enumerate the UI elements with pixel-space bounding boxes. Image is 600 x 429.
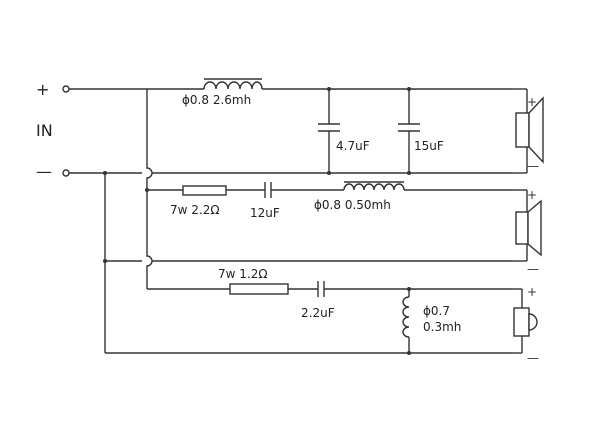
input-terminals: + IN —	[36, 80, 70, 181]
midrange-capacitor-label: 12uF	[250, 206, 280, 220]
tweeter-plus-sign: +	[527, 285, 537, 299]
woofer-branch: ϕ0.8 2.6mh 4.7uF 15uF	[182, 78, 544, 175]
input-minus-terminal	[62, 169, 70, 177]
input-minus-sign: —	[36, 162, 52, 181]
input-plus-sign: +	[36, 80, 49, 99]
input-plus-terminal	[62, 85, 70, 93]
midrange-inductor-label: ϕ0.8 0.50mh	[314, 198, 391, 212]
tweeter-speaker-icon	[513, 288, 538, 354]
midrange-resistor-label: 7w 2.2Ω	[170, 203, 220, 217]
woofer-minus-sign: —	[527, 159, 539, 173]
tweeter-capacitor	[317, 281, 325, 297]
tweeter-inductor-label-2: 0.3mh	[423, 320, 461, 334]
input-label: IN	[36, 121, 53, 140]
tweeter-inductor-label-1: ϕ0.7	[423, 304, 450, 318]
midrange-resistor	[182, 185, 227, 196]
tweeter-branch: 7w 1.2Ω 2.2uF ϕ0.7 0.3mh + —	[147, 267, 539, 365]
tweeter-minus-sign: —	[527, 351, 539, 365]
woofer-capacitor-2-label: 15uF	[414, 139, 444, 153]
midrange-plus-sign: +	[527, 188, 537, 202]
woofer-inductor	[203, 78, 263, 90]
midrange-speaker-icon	[513, 189, 542, 262]
negative-bus	[69, 171, 513, 354]
woofer-inductor-label: ϕ0.8 2.6mh	[182, 93, 251, 107]
tweeter-resistor	[229, 283, 289, 295]
tweeter-capacitor-label: 2.2uF	[301, 306, 335, 320]
midrange-branch: 7w 2.2Ω 12uF ϕ0.8 0.50mh + —	[145, 181, 542, 276]
woofer-capacitor-2	[398, 87, 420, 175]
positive-bus	[69, 88, 204, 289]
woofer-speaker-icon	[513, 88, 544, 174]
woofer-capacitor-1	[318, 87, 340, 175]
midrange-minus-sign: —	[527, 262, 539, 276]
tweeter-inductor	[402, 287, 411, 355]
woofer-capacitor-1-label: 4.7uF	[336, 139, 370, 153]
tweeter-resistor-label: 7w 1.2Ω	[218, 267, 268, 281]
woofer-plus-sign: +	[527, 95, 537, 109]
midrange-capacitor	[264, 182, 272, 198]
midrange-inductor	[343, 181, 405, 191]
